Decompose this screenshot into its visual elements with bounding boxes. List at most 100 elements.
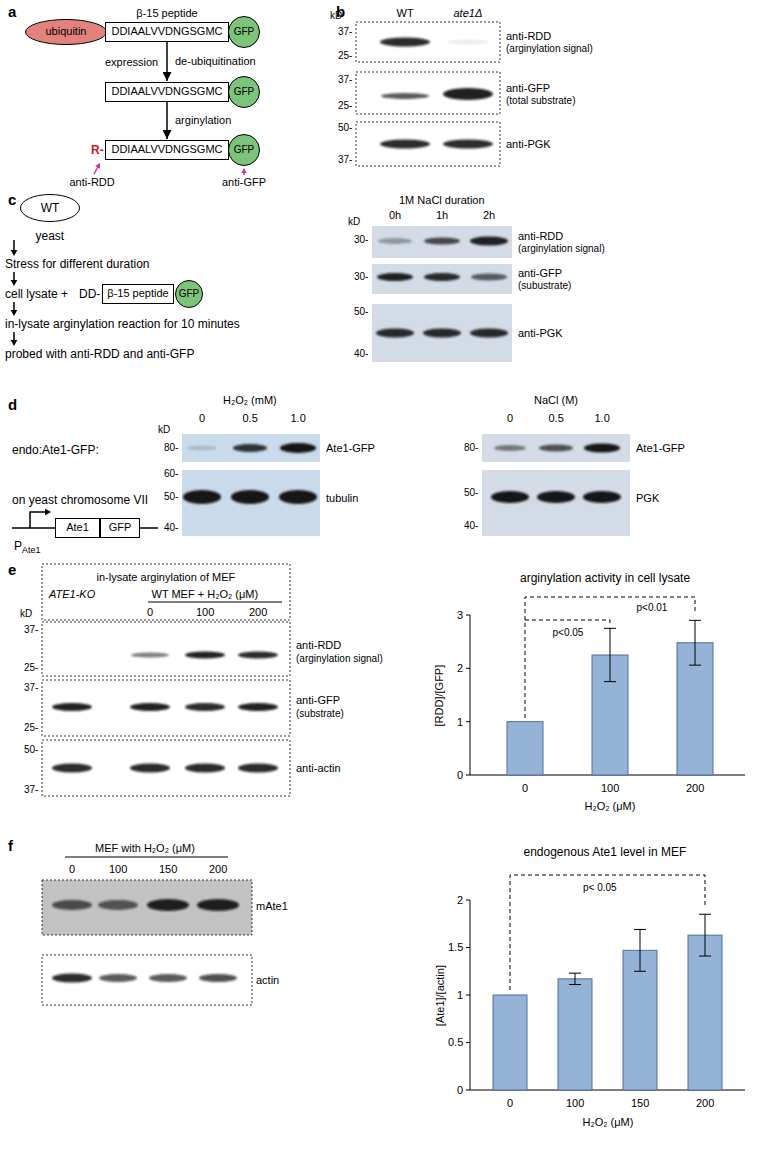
text-label: H₂O₂ (mM) xyxy=(223,394,277,407)
error-cap xyxy=(634,971,646,972)
text-label: 80- xyxy=(164,442,178,454)
text-label: P xyxy=(14,539,22,553)
text-label: 0 xyxy=(457,1084,463,1097)
blot-membrane xyxy=(42,740,290,796)
significance-line xyxy=(525,620,610,624)
text-label: in-lysate arginylation of MEF xyxy=(97,571,236,584)
peptide-box: β-15 peptide xyxy=(102,284,174,304)
text-label: 100 xyxy=(109,863,127,876)
protein-band xyxy=(185,703,225,711)
protein-band xyxy=(52,764,92,773)
tick-mark xyxy=(466,721,470,722)
protein-band xyxy=(539,445,573,452)
text-label: 50- xyxy=(24,744,38,756)
text-label: 1.0 xyxy=(595,412,610,425)
error-cap xyxy=(699,914,711,915)
tick-mark xyxy=(466,775,470,776)
text-label: 50- xyxy=(354,306,368,318)
bar-chart xyxy=(466,875,745,1090)
edge-label: de-ubiquitination xyxy=(173,55,258,68)
text-label: anti-RDD xyxy=(506,30,551,43)
edge-label: arginylation xyxy=(173,114,233,127)
text-label: 37- xyxy=(338,74,352,86)
blot-membrane xyxy=(356,72,500,114)
text-label: 37- xyxy=(338,26,352,38)
flow-arrow xyxy=(13,302,15,311)
bar-chart xyxy=(466,597,745,775)
flow-arrow-head xyxy=(11,250,18,256)
text-label: endo:Ate1-GFP: xyxy=(12,443,99,457)
group-bracket xyxy=(148,602,282,603)
text-label: H₂O₂ (μM) xyxy=(585,800,636,813)
gfp-circle: GFP xyxy=(228,76,260,108)
tick-mark xyxy=(466,615,470,616)
shape-text: GFP xyxy=(234,26,255,38)
protein-band xyxy=(149,974,187,982)
pointer-arrow xyxy=(94,167,98,174)
text-label: 150 xyxy=(159,863,177,876)
peptide-box: DDIAALVVDNGSGMC xyxy=(105,82,229,102)
protein-band xyxy=(233,444,267,452)
text-label: 50- xyxy=(464,487,478,499)
axis-title: [Ate1]/[actin] xyxy=(433,965,446,1026)
shape-text: β-15 peptide xyxy=(107,287,168,300)
ellipse-outline xyxy=(176,281,203,308)
text-label: actin xyxy=(256,974,279,987)
text-label: 37- xyxy=(338,154,352,166)
flow-arrow-head xyxy=(11,280,18,286)
blot-membrane xyxy=(42,880,252,935)
text-label: probed with anti-RDD and anti-GFP xyxy=(5,347,194,361)
protein-band xyxy=(424,238,460,245)
protein-band xyxy=(52,900,92,910)
error-cap xyxy=(689,620,701,621)
western-blot xyxy=(42,955,252,1005)
promoter-arrow-head xyxy=(45,509,51,516)
error-cap xyxy=(604,681,616,682)
text-label: 100 xyxy=(566,1097,584,1110)
protein-band xyxy=(147,899,189,911)
western-blot xyxy=(356,72,500,114)
text-label: 2 xyxy=(457,894,463,907)
text-label: 25- xyxy=(24,722,38,734)
text-label: yeast xyxy=(36,229,65,243)
text-label: 37- xyxy=(24,682,38,694)
data-bar xyxy=(688,935,722,1090)
panel-letter: c xyxy=(8,191,16,209)
text-label: MEF with H₂O₂ (μM) xyxy=(95,842,195,855)
text-label: anti-PGK xyxy=(518,327,563,340)
text-label: 200 xyxy=(696,1097,714,1110)
protein-band xyxy=(98,900,138,910)
text-label: p<0.05 xyxy=(553,627,584,639)
protein-band xyxy=(279,490,317,504)
blot-membrane xyxy=(356,22,500,62)
data-bar xyxy=(493,995,527,1090)
text-label: 1.5 xyxy=(448,941,463,954)
protein-band xyxy=(183,490,221,504)
protein-band xyxy=(448,40,488,45)
text-label: Ate1 xyxy=(22,545,41,556)
axis-title: [RDD]/[GFP] xyxy=(433,664,446,726)
error-cap xyxy=(699,956,711,957)
protein-band xyxy=(197,899,239,911)
gene-box: GFP xyxy=(100,518,140,538)
text-label: 100 xyxy=(196,606,214,619)
peptide-box: β-15 peptideDDIAALVVDNGSGMC xyxy=(105,22,229,42)
protein-band xyxy=(470,237,508,246)
text-label: 0h xyxy=(389,209,401,222)
text-label: p< 0.05 xyxy=(583,882,617,894)
pointer-arrow-head xyxy=(241,168,247,173)
text-label: anti-PGK xyxy=(506,138,551,151)
text-label: endogenous Ate1 level in MEF xyxy=(524,845,687,859)
header-frame xyxy=(42,564,290,620)
text-label: 150 xyxy=(631,1097,649,1110)
text-label: cell lysate + xyxy=(5,287,68,301)
text-label: tubulin xyxy=(326,492,358,505)
protein-band xyxy=(443,88,493,100)
western-blot xyxy=(42,740,290,796)
text-label: 37- xyxy=(24,624,38,636)
protein-band xyxy=(423,329,461,338)
protein-band xyxy=(185,652,225,659)
text-label: R- xyxy=(91,143,104,157)
text-label: 2 xyxy=(457,662,463,675)
